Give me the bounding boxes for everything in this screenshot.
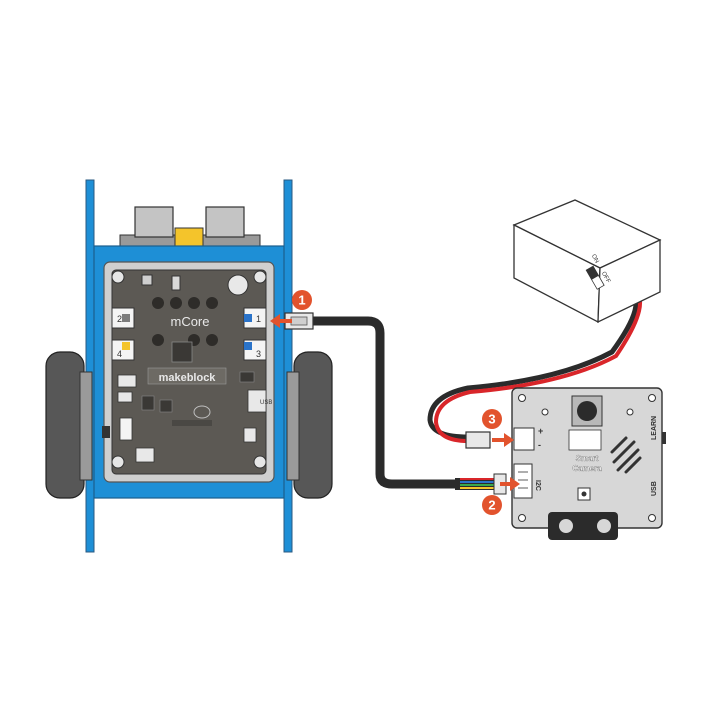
i2c-label: I2C	[534, 480, 541, 491]
svg-text:OFF: OFF	[600, 271, 611, 285]
camera-name-line1: Smart	[576, 454, 599, 463]
power-plug	[465, 431, 491, 449]
rj25-cable	[307, 316, 465, 489]
mcore-board: mCore makeblock 2 4 1	[102, 269, 272, 475]
speaker-grille-icon	[610, 436, 642, 474]
power-cable-black	[427, 287, 639, 440]
battery-switch: ON OFF	[585, 254, 611, 290]
chassis-left-rail	[85, 179, 95, 553]
smart-camera: Smart Camera LEARN USB I2C + -	[511, 387, 666, 540]
camera-i2c-port	[513, 463, 533, 499]
svg-text:2: 2	[117, 314, 122, 324]
rj25-port-4: 4	[111, 339, 135, 361]
battery-box: ON OFF	[512, 199, 662, 324]
camera-power-port	[513, 427, 535, 451]
board-usb-label: USB	[260, 400, 272, 406]
step-2-marker: 2	[482, 477, 520, 515]
camera-usb-label: USB	[651, 481, 658, 496]
cables	[284, 286, 642, 495]
learn-button	[662, 432, 666, 444]
i2c-wires	[455, 473, 507, 495]
svg-text:4: 4	[117, 349, 122, 359]
svg-text:3: 3	[488, 412, 495, 427]
step-1-arrow-icon	[270, 314, 280, 328]
svg-text:1: 1	[256, 314, 261, 324]
step-3-arrow-icon	[504, 433, 514, 447]
board-logo: mCore	[170, 314, 209, 329]
ultrasonic-sensor	[119, 206, 261, 250]
svg-text:3: 3	[256, 349, 261, 359]
learn-label: LEARN	[651, 416, 658, 440]
rj25-port-3: 3	[243, 339, 267, 361]
right-wheel	[286, 351, 333, 499]
rj25-port-1: 1	[243, 307, 267, 329]
chassis-right-rail	[283, 179, 293, 553]
plus-label: +	[538, 426, 543, 436]
rj25-port-2: 2	[111, 307, 135, 329]
camera-lens-icon	[577, 401, 597, 421]
camera-name-line2: Camera	[572, 464, 602, 473]
step-3-marker: 3	[482, 409, 514, 447]
step-2-arrow-icon	[510, 477, 520, 491]
mbot-robot: mCore makeblock 2 4 1	[45, 179, 333, 553]
svg-text:2: 2	[488, 498, 495, 513]
svg-text:ON: ON	[590, 254, 600, 265]
minus-label: -	[538, 440, 541, 450]
left-wheel	[45, 351, 93, 499]
power-cable-red	[433, 286, 642, 443]
board-brand: makeblock	[159, 372, 217, 384]
step-markers: 1 2 3	[270, 290, 520, 515]
step-1-marker: 1	[270, 290, 312, 328]
svg-text:1: 1	[298, 293, 305, 308]
